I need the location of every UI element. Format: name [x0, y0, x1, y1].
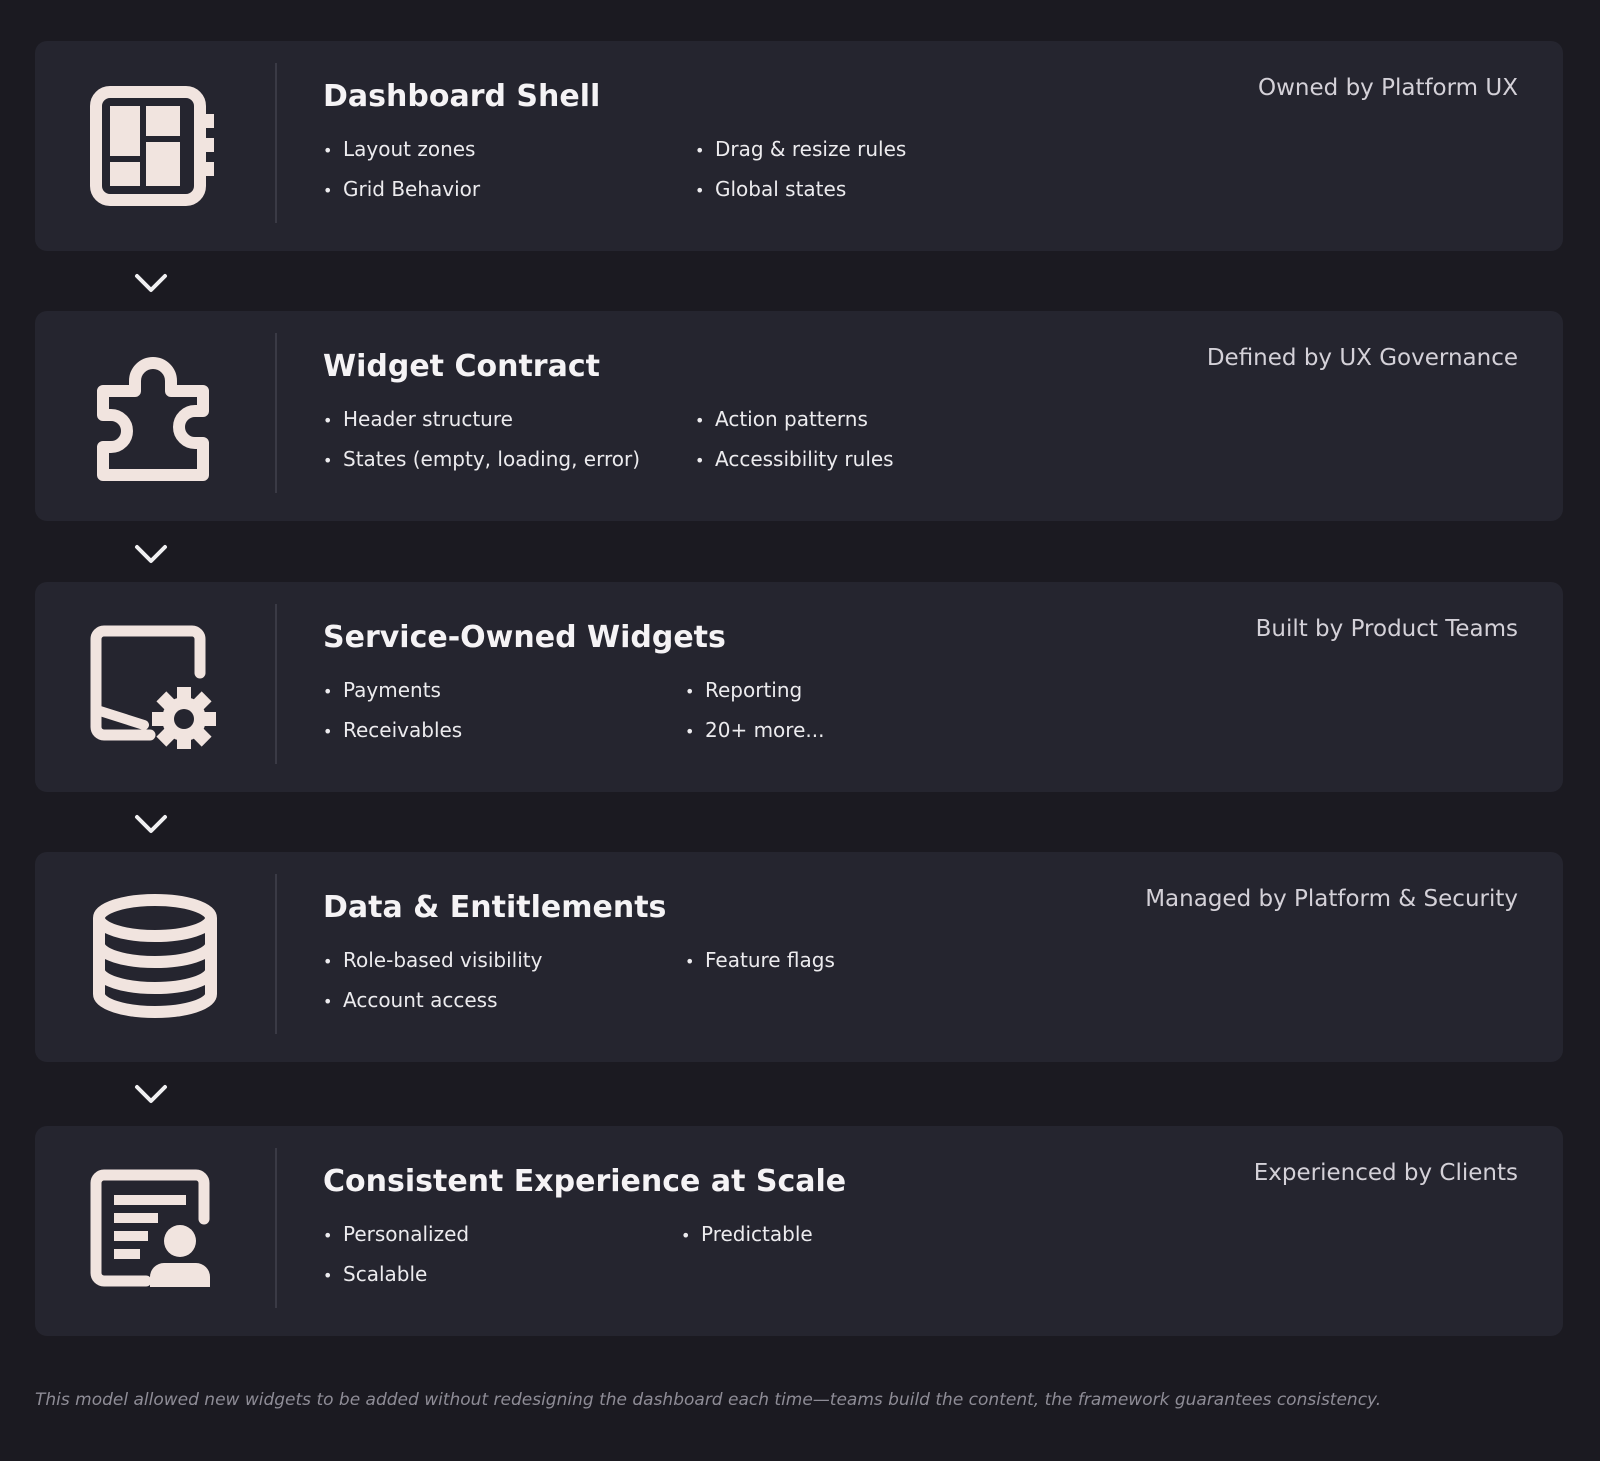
chevron-down-icon	[135, 545, 167, 563]
bullet-list: Layout zones Grid Behavior	[323, 137, 480, 217]
bullet-list: Feature flags	[685, 948, 835, 988]
user-profile-document-icon	[75, 1146, 235, 1316]
layer-owner: Owned by Platform UX	[1258, 75, 1518, 101]
divider	[275, 333, 277, 493]
list-item: Payments	[323, 678, 462, 718]
list-item: Scalable	[323, 1262, 469, 1302]
list-item: Drag & resize rules	[695, 137, 906, 177]
chevron-down-icon	[135, 1085, 167, 1103]
divider	[275, 604, 277, 764]
divider	[275, 874, 277, 1034]
layer-title: Widget Contract	[323, 349, 600, 384]
list-item: Receivables	[323, 718, 462, 758]
puzzle-piece-icon	[75, 331, 235, 501]
list-item: Personalized	[323, 1222, 469, 1262]
list-item: Header structure	[323, 407, 640, 447]
layer-card-dashboard-shell: Dashboard Shell Owned by Platform UX Lay…	[35, 41, 1563, 251]
bullet-list: Header structure States (empty, loading,…	[323, 407, 640, 487]
bullet-list: Action patterns Accessibility rules	[695, 407, 894, 487]
list-item: Global states	[695, 177, 906, 217]
list-item: Role-based visibility	[323, 948, 542, 988]
list-item: Account access	[323, 988, 542, 1028]
layer-title: Dashboard Shell	[323, 79, 601, 114]
layer-card-consistent-experience: Consistent Experience at Scale Experienc…	[35, 1126, 1563, 1336]
bullet-list: Role-based visibility Account access	[323, 948, 542, 1028]
layer-title: Data & Entitlements	[323, 890, 667, 925]
layer-owner: Defined by UX Governance	[1206, 345, 1518, 371]
layer-owner: Built by Product Teams	[1255, 616, 1518, 642]
layer-title: Service-Owned Widgets	[323, 620, 726, 655]
chevron-down-icon	[135, 815, 167, 833]
layer-title: Consistent Experience at Scale	[323, 1164, 847, 1199]
database-icon	[75, 872, 235, 1042]
layer-card-service-owned-widgets: Service-Owned Widgets Built by Product T…	[35, 582, 1563, 792]
bullet-list: Reporting 20+ more...	[685, 678, 824, 758]
layer-card-data-entitlements: Data & Entitlements Managed by Platform …	[35, 852, 1563, 1062]
list-item: Reporting	[685, 678, 824, 718]
bullet-list: Drag & resize rules Global states	[695, 137, 906, 217]
list-item: Action patterns	[695, 407, 894, 447]
layer-card-widget-contract: Widget Contract Defined by UX Governance…	[35, 311, 1563, 521]
divider	[275, 63, 277, 223]
layer-owner: Managed by Platform & Security	[1145, 886, 1518, 912]
list-item: Accessibility rules	[695, 447, 894, 487]
list-item: Layout zones	[323, 137, 480, 177]
list-item: States (empty, loading, error)	[323, 447, 640, 487]
bullet-list: Payments Receivables	[323, 678, 462, 758]
bullet-list: Predictable	[681, 1222, 813, 1262]
chart-gear-icon	[75, 602, 235, 772]
footnote: This model allowed new widgets to be add…	[35, 1390, 1382, 1410]
list-item: Feature flags	[685, 948, 835, 988]
list-item: Predictable	[681, 1222, 813, 1262]
list-item: Grid Behavior	[323, 177, 480, 217]
dashboard-layout-icon	[75, 61, 235, 231]
divider	[275, 1148, 277, 1308]
bullet-list: Personalized Scalable	[323, 1222, 469, 1302]
chevron-down-icon	[135, 274, 167, 292]
list-item: 20+ more...	[685, 718, 824, 758]
layer-owner: Experienced by Clients	[1253, 1160, 1518, 1186]
